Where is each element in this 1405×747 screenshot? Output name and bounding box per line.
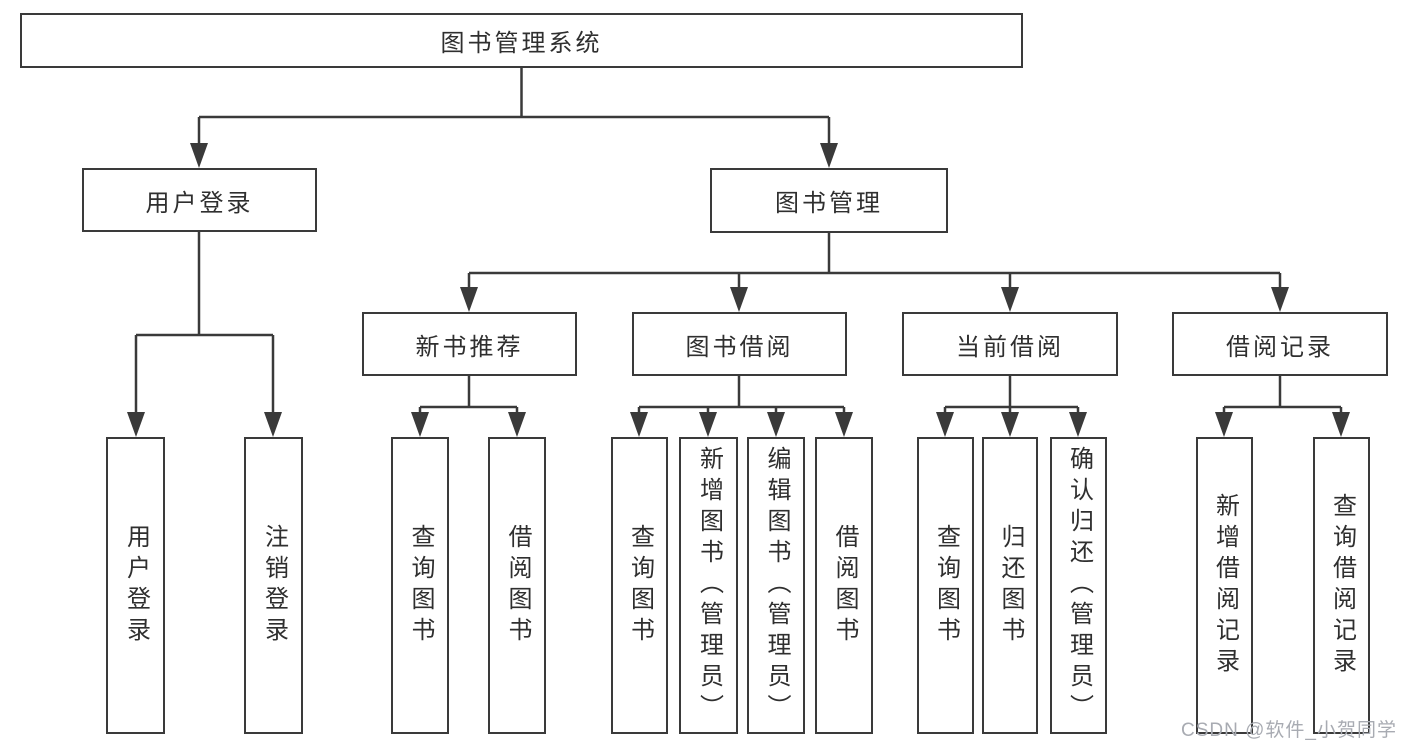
node-book-borrowing: 图书借阅 [632,312,847,376]
node-new-book-recommend: 新书推荐 [362,312,577,376]
node-book-borrowing-label: 图书借阅 [685,333,794,361]
leaf-cb-confirm-return-admin-label: 确认归还（管理员） [1065,446,1093,725]
node-book-management-label: 图书管理 [775,190,883,217]
leaf-nb-query-book-label: 查询图书 [407,523,434,648]
leaf-bb-query-book: 查询图书 [611,437,668,734]
leaf-bb-borrow-book-label: 借阅图书 [831,523,858,648]
leaf-user-login-label: 用户登录 [122,523,150,648]
leaf-bb-edit-book-admin-label: 编辑图书（管理员） [763,446,790,725]
node-root-label: 图书管理系统 [440,30,603,57]
leaf-br-query-record: 查询借阅记录 [1313,437,1370,734]
leaf-cb-return-book-label: 归还图书 [997,523,1024,648]
leaf-bb-add-book-admin: 新增图书（管理员） [679,437,738,734]
leaf-cb-return-book: 归还图书 [982,437,1038,734]
node-borrowing-records: 借阅记录 [1172,312,1388,376]
leaf-nb-borrow-book: 借阅图书 [488,437,546,734]
leaf-logout: 注销登录 [244,437,303,734]
node-user-login: 用户登录 [82,168,317,232]
leaf-br-query-record-label: 查询借阅记录 [1328,492,1356,679]
node-borrowing-records-label: 借阅记录 [1226,333,1334,361]
node-user-login-label: 用户登录 [145,189,254,217]
node-current-borrowing: 当前借阅 [902,312,1118,376]
leaf-nb-query-book: 查询图书 [391,437,449,734]
leaf-bb-query-book-label: 查询图书 [626,523,654,648]
leaf-nb-borrow-book-label: 借阅图书 [504,523,531,648]
node-root: 图书管理系统 [20,13,1023,68]
leaf-bb-edit-book-admin: 编辑图书（管理员） [747,437,805,734]
leaf-br-add-record: 新增借阅记录 [1196,437,1253,734]
leaf-cb-confirm-return-admin: 确认归还（管理员） [1050,437,1107,734]
leaf-logout-label: 注销登录 [260,523,288,648]
node-current-borrowing-label: 当前借阅 [956,333,1064,361]
leaf-bb-add-book-admin-label: 新增图书（管理员） [695,446,723,725]
leaf-user-login: 用户登录 [106,437,165,734]
leaf-br-add-record-label: 新增借阅记录 [1211,492,1239,679]
leaf-cb-query-book-label: 查询图书 [932,523,960,648]
leaf-bb-borrow-book: 借阅图书 [815,437,873,734]
leaf-cb-query-book: 查询图书 [917,437,974,734]
csdn-watermark: CSDN @软件_小贺同学 [1181,720,1397,741]
node-book-management: 图书管理 [710,168,948,233]
node-new-book-recommend-label: 新书推荐 [415,333,524,361]
